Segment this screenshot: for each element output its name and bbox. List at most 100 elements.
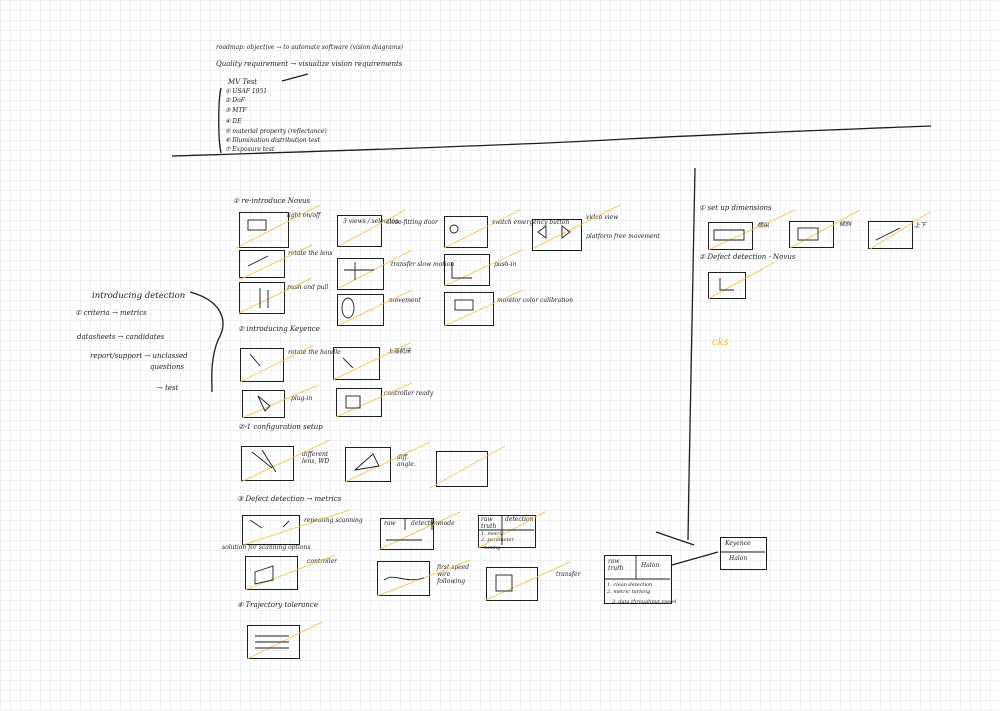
sketch-label: 上下 xyxy=(914,222,927,229)
sketch-detail xyxy=(342,357,354,369)
table-cell: 2. parameter xyxy=(481,537,514,543)
sketch-box xyxy=(532,219,582,251)
sketch-box xyxy=(239,250,285,278)
section-3-title: ③ Defect detection → metrics xyxy=(237,495,342,503)
table-cell: raw truth xyxy=(481,516,497,530)
test-line: → test xyxy=(157,384,179,392)
sketch-label: monitor color calibration xyxy=(497,297,574,304)
highlight-stroke xyxy=(338,249,413,289)
sketch-box xyxy=(444,216,488,248)
test-item: ⑥ Illumination distribution test xyxy=(225,137,321,144)
sketch-label: solution for scanning options xyxy=(222,544,311,551)
sketch-label: 倾斜 xyxy=(839,221,852,228)
test-item: ③ MTF xyxy=(225,107,247,114)
sketch-detail xyxy=(259,288,269,308)
highlight-stroke xyxy=(338,289,413,326)
sketch-label: rotate the handle xyxy=(288,349,341,356)
sketch-detail xyxy=(345,395,361,409)
sketch-detail xyxy=(875,227,901,241)
sketch-detail xyxy=(537,225,571,239)
roadmap-line: roadmap: objective → to automate softwar… xyxy=(216,44,403,51)
table-box xyxy=(720,537,767,570)
sketch-box xyxy=(241,446,294,481)
highlight-stroke xyxy=(344,441,431,483)
sketch-detail xyxy=(257,395,271,412)
highlight-stroke xyxy=(246,621,323,660)
highlight-stroke xyxy=(443,249,523,287)
table-divider xyxy=(404,518,433,530)
report-line: report/support → unclassed xyxy=(90,352,188,360)
table-cell: detection xyxy=(411,520,440,527)
highlight-stroke xyxy=(443,289,524,327)
vertical-divider xyxy=(687,167,696,541)
sketch-box xyxy=(486,567,538,601)
sketch-label: 3 views / selection xyxy=(343,218,399,225)
highlight-stroke xyxy=(443,209,521,249)
sketch-box xyxy=(708,222,753,250)
sketch-label: close-fitting door xyxy=(386,219,438,226)
sketch-box xyxy=(789,221,834,248)
sketch-detail xyxy=(249,353,261,367)
sketch-label: different lens, WD xyxy=(302,451,330,465)
highlight-stroke xyxy=(335,382,413,418)
sketch-box xyxy=(868,221,913,249)
sketch-label: movement xyxy=(389,297,421,304)
sketch-box xyxy=(247,625,300,659)
test-item: ⑤ material property (reflectance) xyxy=(225,128,327,135)
table-cell: raw truth xyxy=(608,558,624,572)
datasheets-line: datasheets → candidates xyxy=(77,333,165,341)
highlight-stroke xyxy=(235,204,321,249)
table-box xyxy=(604,555,672,604)
highlight-stroke xyxy=(485,561,571,601)
highlight-stroke xyxy=(707,261,776,300)
highlight-stroke xyxy=(429,445,506,489)
sketch-label: transfer xyxy=(556,571,581,578)
sketch-label: transfer slow motion xyxy=(391,261,455,268)
sketch-detail xyxy=(254,565,274,585)
test-bracket xyxy=(218,87,222,154)
table-box xyxy=(478,515,536,548)
mv-test-title: MV Test xyxy=(228,78,258,86)
sketch-box xyxy=(240,348,284,382)
highlight-stroke xyxy=(240,439,331,483)
sketch-box xyxy=(242,515,300,545)
right-section-1-title: ① set up dimensions xyxy=(699,204,772,212)
section-4-title: ④ Trajectory tolerance xyxy=(237,601,318,609)
highlight-stroke xyxy=(241,384,319,419)
connector xyxy=(671,551,719,566)
table-cell: 1. metric xyxy=(481,531,504,537)
left-bracket xyxy=(189,291,224,393)
sketch-box xyxy=(239,212,289,248)
quality-requirement-line: Quality requirement → visualize vision r… xyxy=(216,60,403,68)
sketch-box xyxy=(377,561,430,596)
table-cell: detection xyxy=(505,516,534,523)
test-item: ② DoF xyxy=(225,97,245,104)
sketch-box xyxy=(444,292,494,326)
section-2-title: ② introducing Keyence xyxy=(238,325,320,333)
highlight-stroke xyxy=(244,554,336,591)
table-divider xyxy=(478,515,534,545)
sketch-box xyxy=(245,556,298,590)
sketch-detail xyxy=(255,635,289,649)
sketch-box xyxy=(708,272,746,299)
table-cell: raw xyxy=(384,520,396,527)
test-item: ④ DE xyxy=(225,118,242,125)
highlight-stroke xyxy=(239,344,315,383)
sketch-detail xyxy=(454,299,474,311)
highlight-stroke xyxy=(533,204,621,249)
sketch-label: platform free movement xyxy=(586,233,660,240)
sketch-detail xyxy=(449,224,459,234)
table-cell: Halon xyxy=(641,562,660,569)
sketch-detail xyxy=(251,449,277,473)
sketch-label: rotate the lens xyxy=(288,250,333,257)
table-cell: Halon xyxy=(729,555,748,562)
table-cell: 3. data throughput speed xyxy=(612,599,677,605)
highlight-stroke xyxy=(338,209,406,247)
sketch-detail xyxy=(344,262,374,280)
sketch-detail xyxy=(249,519,290,529)
sketch-detail xyxy=(353,453,380,471)
sketch-label: first speed wire following xyxy=(437,564,470,585)
sketch-box xyxy=(345,447,391,482)
right-section-2-title: ② Defect detection - Novus xyxy=(699,253,796,261)
